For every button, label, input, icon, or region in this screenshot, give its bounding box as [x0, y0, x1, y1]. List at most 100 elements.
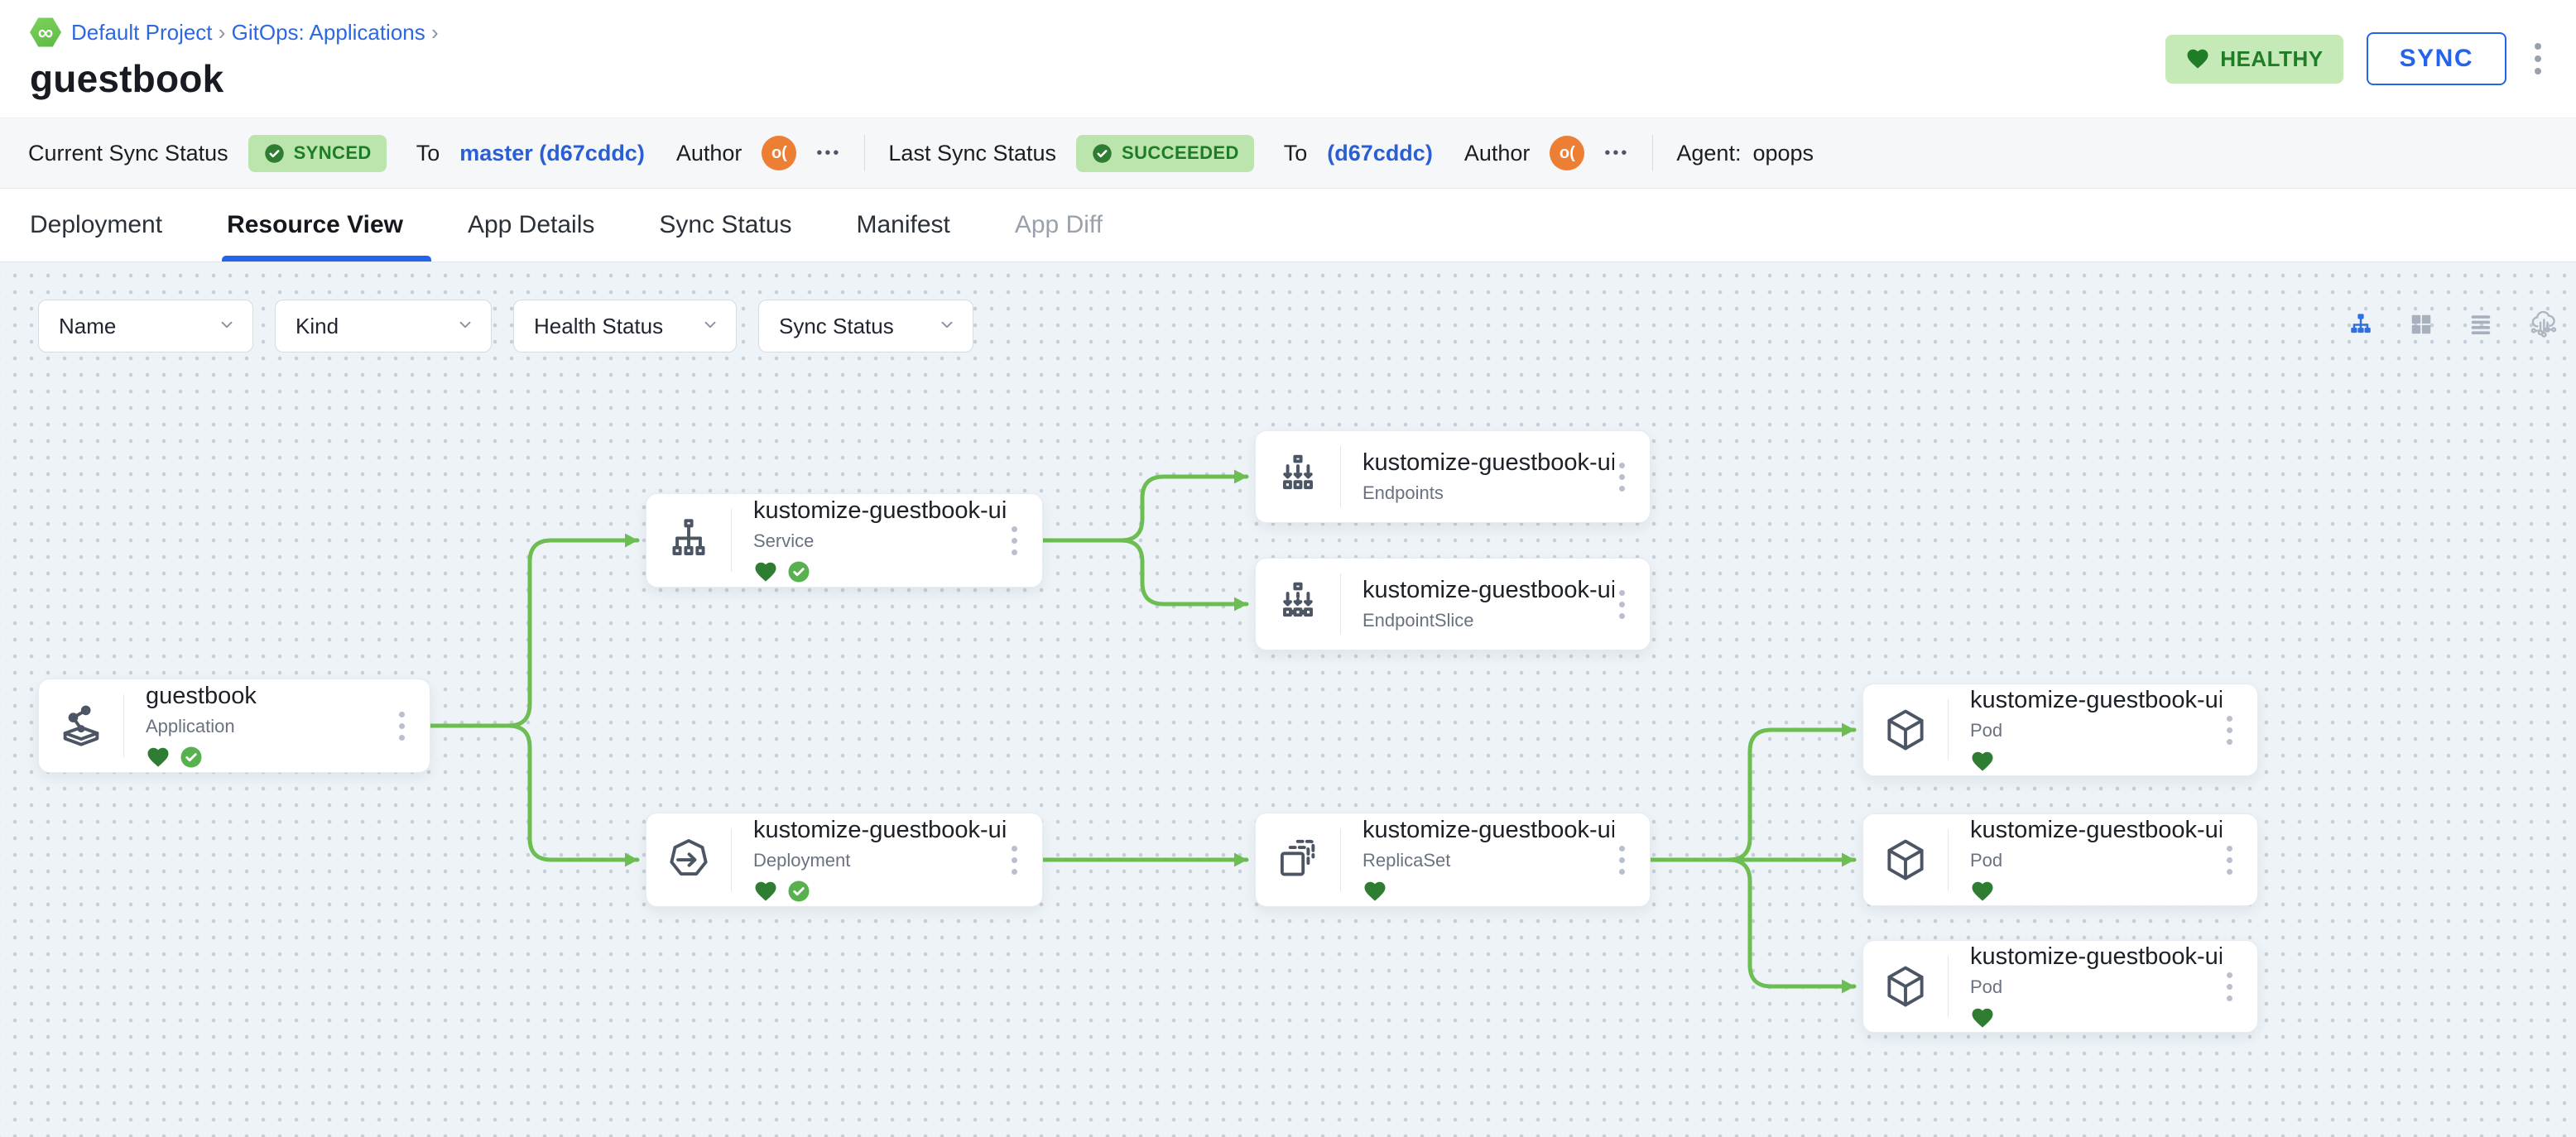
resource-kind: Endpoints [1362, 482, 1444, 503]
resource-kind: Application [146, 715, 235, 736]
resource-kind: Pod [1970, 719, 2003, 741]
chevron-down-icon [938, 315, 956, 338]
author-avatar[interactable]: o( [762, 136, 797, 170]
tab-app-details[interactable]: App Details [467, 211, 595, 238]
tab-app-diff: App Diff [1014, 211, 1103, 238]
tab-deployment[interactable]: Deployment [30, 211, 163, 238]
node-menu-icon[interactable] [1007, 521, 1022, 560]
to-label: To [1283, 140, 1308, 166]
more-commit-info-icon[interactable]: ••• [816, 143, 842, 162]
divider [731, 828, 732, 891]
cluster-view-icon[interactable] [2528, 309, 2559, 340]
author-label: Author [675, 140, 743, 166]
health-indicators [1970, 1005, 2222, 1030]
commit-link[interactable]: master (d67cddc) [459, 140, 645, 166]
tab-resource-view[interactable]: Resource View [222, 189, 431, 261]
list-view-icon[interactable] [2468, 312, 2493, 337]
health-indicators [1970, 749, 2222, 774]
filter-sync-status[interactable]: Sync Status [758, 300, 973, 353]
node-menu-icon[interactable] [394, 707, 410, 746]
breadcrumb: ∞ Default Project › GitOps: Applications… [30, 17, 439, 48]
pod-icon [1863, 961, 1948, 1012]
resource-kind: EndpointSlice [1362, 610, 1474, 631]
breadcrumb-separator: › [425, 19, 439, 45]
resource-kind: Pod [1970, 849, 2003, 871]
health-indicators [146, 745, 394, 770]
divider [1948, 829, 1949, 890]
divider [1340, 573, 1341, 635]
resource-name: kustomize-guestbook-ui-... [1970, 686, 2222, 713]
heart-icon [753, 559, 778, 584]
health-badge-label: HEALTHY [2220, 46, 2324, 71]
breadcrumb-link[interactable]: GitOps: Applications [231, 19, 425, 45]
sync-button[interactable]: SYNC [2366, 32, 2506, 85]
resource-node-replicaset[interactable]: kustomize-guestbook-ui-...ReplicaSet [1255, 813, 1651, 907]
node-menu-icon[interactable] [2222, 967, 2237, 1006]
header-more-menu-icon[interactable] [2530, 38, 2546, 79]
divider [1340, 446, 1341, 507]
tab-manifest[interactable]: Manifest [856, 211, 950, 238]
node-menu-icon[interactable] [2222, 841, 2237, 880]
edge-service-to-endpointslice [1040, 538, 1249, 612]
resource-node-pod-3[interactable]: kustomize-guestbook-ui-...Pod [1862, 940, 2258, 1033]
divider [1340, 828, 1341, 891]
agent-label: Agent: [1676, 140, 1742, 166]
edge-application-to-deployment [428, 723, 640, 867]
edge-service-to-endpoints [1040, 469, 1249, 543]
view-toggle-group [2348, 309, 2559, 340]
grid-view-icon[interactable] [2409, 312, 2434, 337]
node-menu-icon[interactable] [1614, 585, 1630, 624]
heart-icon [1970, 1005, 1995, 1030]
tree-view-icon[interactable] [2348, 311, 2374, 338]
heart-icon [753, 879, 778, 904]
chevron-down-icon [456, 315, 474, 338]
divider [731, 509, 732, 572]
node-menu-icon[interactable] [1614, 841, 1630, 880]
resource-node-pod-2[interactable]: kustomize-guestbook-ui-...Pod [1862, 813, 2258, 906]
pod-icon [1863, 704, 1948, 756]
health-status-badge: HEALTHY [2165, 34, 2343, 84]
heart-icon [1362, 879, 1387, 904]
heart-icon [1970, 749, 1995, 774]
application-icon [39, 700, 123, 751]
author-avatar[interactable]: o( [1550, 136, 1585, 170]
resource-name: kustomize-guestbook-ui-... [1362, 816, 1614, 843]
filter-name[interactable]: Name [38, 300, 253, 353]
heart-icon [2187, 49, 2208, 69]
tab-bar: Deployment Resource View App Details Sync S… [0, 189, 2576, 262]
filter-health-status[interactable]: Health Status [513, 300, 737, 353]
filter-kind[interactable]: Kind [275, 300, 492, 353]
resource-name: kustomize-guestbook-ui [753, 816, 1007, 843]
node-menu-icon[interactable] [2222, 711, 2237, 750]
resource-node-pod-1[interactable]: kustomize-guestbook-ui-... Pod [1862, 684, 2258, 776]
synced-check-icon [179, 745, 204, 770]
resource-node-endpointslice[interactable]: kustomize-guestbook-ui-...EndpointSlice [1255, 558, 1651, 650]
edge-application-to-service [428, 533, 640, 728]
breadcrumb-separator: › [212, 19, 232, 45]
page-title: guestbook [30, 57, 224, 100]
node-menu-icon[interactable] [1614, 458, 1630, 497]
synced-check-icon [786, 559, 811, 584]
commit-link[interactable]: (d67cddc) [1327, 140, 1433, 166]
health-indicators [1970, 879, 2222, 904]
heart-icon [146, 745, 171, 770]
divider [123, 694, 124, 757]
endpointslice-icon [1256, 578, 1340, 630]
node-menu-icon[interactable] [1007, 841, 1022, 880]
filter-bar: Name Kind Health Status Sync Status [38, 300, 973, 353]
sync-status-label: Last Sync Status [888, 140, 1057, 166]
agent-value: opops [1752, 140, 1814, 166]
more-commit-info-icon[interactable]: ••• [1604, 143, 1630, 162]
to-label: To [416, 140, 440, 166]
tab-sync-status[interactable]: Sync Status [659, 211, 792, 238]
resource-tree-canvas[interactable]: Name Kind Health Status Sync Status guestbo… [0, 262, 2576, 1137]
replicaset-icon [1256, 834, 1340, 885]
breadcrumb-link[interactable]: Default Project [71, 19, 213, 45]
